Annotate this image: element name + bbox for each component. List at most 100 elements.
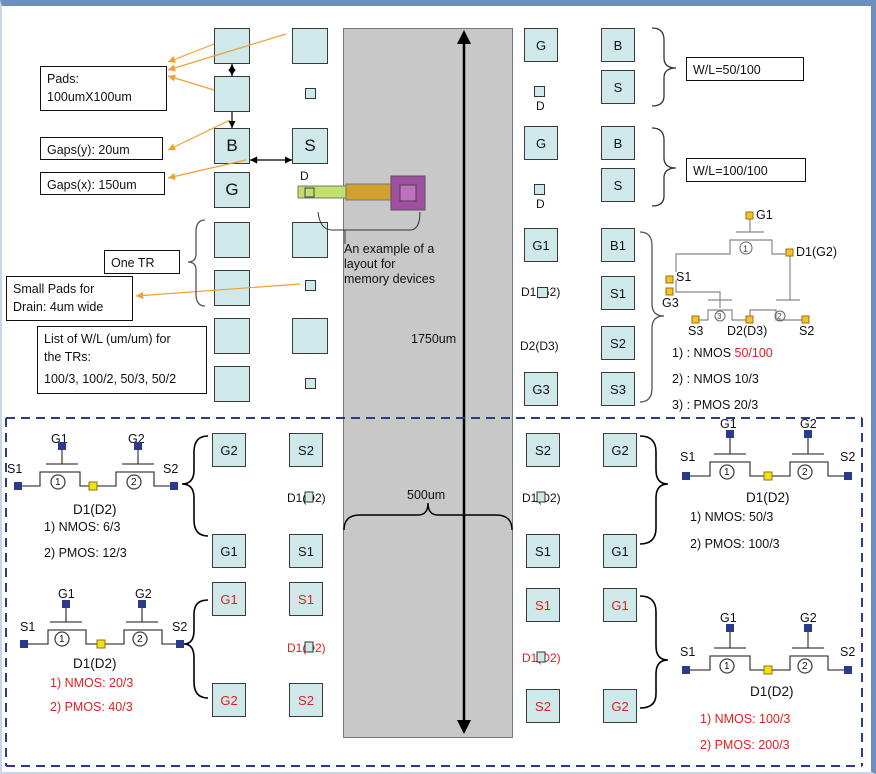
- wl2-box: W/L=100/100: [686, 158, 806, 182]
- bottom-braces: [181, 435, 669, 709]
- c4-n1: 1: [724, 661, 730, 672]
- bottom-circuit-3: [682, 430, 852, 481]
- dashed-region: [5, 417, 863, 767]
- c1-n1: 1: [55, 477, 61, 488]
- width-brace: [343, 502, 513, 531]
- c4-n2: 2: [802, 661, 808, 672]
- c4-line-2: 2) PMOS: 200/3: [700, 738, 790, 752]
- pad-left-2: [214, 76, 250, 112]
- c4-node: D1(D2): [750, 684, 794, 699]
- c2-s1: S1: [20, 620, 36, 634]
- c1-line-1: 1) NMOS: 6/3: [44, 520, 121, 534]
- pad-b-c3-1: S2: [526, 433, 560, 467]
- pad-s: S: [292, 128, 328, 164]
- pad-col2-6: [292, 318, 328, 354]
- c2-n1: 1: [59, 634, 65, 645]
- ct-s1: S1: [676, 270, 692, 284]
- pad-b: B: [214, 128, 250, 164]
- c2-g1: G1: [58, 587, 75, 601]
- pad-rb-6: S1: [601, 276, 635, 310]
- pad-b-c4-3: G1: [603, 588, 637, 622]
- d-label-left: D: [300, 169, 309, 183]
- width-dim-label: 500um: [407, 488, 446, 502]
- c3-line-1: 1) NMOS: 50/3: [690, 510, 774, 524]
- c2-g2: G2: [135, 587, 152, 601]
- c1-s1: S1: [7, 462, 23, 476]
- ct-d1g2: D1(G2): [796, 245, 837, 259]
- ct-s3: S3: [688, 324, 704, 338]
- pad-rg-2: G: [524, 126, 558, 160]
- small-pad-col2-2: [305, 280, 316, 291]
- orange-arrows: [135, 33, 301, 300]
- c4-g1: G1: [720, 611, 737, 625]
- pad-rb-4: S: [601, 168, 635, 202]
- pad-left-5: [214, 222, 250, 258]
- small-pad-r-1: [534, 86, 545, 97]
- pad-b-c1-4: G2: [212, 683, 246, 717]
- small-pad-col2-1: [305, 88, 316, 99]
- c4-s2: S2: [840, 645, 856, 659]
- c2-s2: S2: [172, 620, 188, 634]
- c4-g2: G2: [800, 611, 817, 625]
- pad-b-c3-4: S2: [526, 689, 560, 723]
- pad-g: G: [214, 172, 250, 208]
- c3-n2: 2: [802, 467, 808, 478]
- pad-left-7: [214, 318, 250, 354]
- wl2-brace: [651, 127, 677, 207]
- device-gold: [345, 183, 395, 201]
- pads-note-box: Pads:100umX100um: [40, 66, 167, 111]
- c3-node: D1(D2): [746, 490, 790, 505]
- small-pad-r-2: [534, 184, 545, 195]
- pad-b-c2-2: S1: [289, 534, 323, 568]
- svg-text:2: 2: [777, 312, 782, 321]
- svg-text:1: 1: [743, 244, 748, 254]
- pad-b-c2-1: S2: [289, 433, 323, 467]
- gaps-x-box: Gaps(x): 150um: [40, 172, 165, 195]
- pad-rg-1: G: [524, 28, 558, 62]
- d-label-r-2: D: [536, 197, 545, 211]
- wl1-brace: [651, 27, 677, 107]
- pad-b-c4-4: G2: [603, 689, 637, 723]
- gaps-y-box: Gaps(y): 20um: [40, 137, 163, 160]
- c2-n2: 2: [137, 634, 143, 645]
- pad-rg-3: G1: [524, 228, 558, 262]
- pad-col2-4: [292, 222, 328, 258]
- c4-line-1: 1) NMOS: 100/3: [700, 712, 791, 726]
- bottom-circuit-1: [14, 442, 178, 491]
- c1-s2: S2: [163, 462, 179, 476]
- pad-rb-1: B: [601, 28, 635, 62]
- pad-rg-5: G3: [524, 372, 558, 406]
- ct-list-2: 2) : NMOS 10/3: [672, 372, 759, 386]
- gray-center-strip: [343, 28, 513, 738]
- c3-line-2: 2) PMOS: 100/3: [690, 537, 780, 551]
- c1-n2: 2: [131, 477, 137, 488]
- pad-rb-7: S2: [601, 326, 635, 360]
- pad-rb-3: B: [601, 126, 635, 160]
- ct-g3: G3: [662, 296, 679, 310]
- d-label-r-1: D: [536, 99, 545, 113]
- pad-b-c1-1: G2: [212, 433, 246, 467]
- pad-b-c4-1: G2: [603, 433, 637, 467]
- ct-d2d3: D2(D3): [727, 324, 768, 338]
- pad-b-c3-3: S1: [526, 588, 560, 622]
- circuit-top-nodes: [665, 211, 810, 324]
- pad-b-c1-2: G1: [212, 534, 246, 568]
- pad-b-c2-4: S2: [289, 683, 323, 717]
- one-tr-brace: [187, 219, 206, 307]
- bottom-circuit-4: [682, 624, 852, 675]
- bottom-circuit-2: [20, 600, 184, 649]
- c3-n1: 1: [724, 467, 730, 478]
- pad-left-1: [214, 28, 250, 64]
- d2-label: D2(D3): [520, 338, 559, 354]
- pad-b-c4-2: G1: [603, 534, 637, 568]
- ct-s2: S2: [799, 324, 815, 338]
- ct-list-3: 3) : PMOS 20/3: [672, 398, 759, 412]
- pad-rb-2: S: [601, 70, 635, 104]
- c3-s1: S1: [680, 450, 696, 464]
- c3-s2: S2: [840, 450, 856, 464]
- small-pad-r-3: [537, 287, 548, 298]
